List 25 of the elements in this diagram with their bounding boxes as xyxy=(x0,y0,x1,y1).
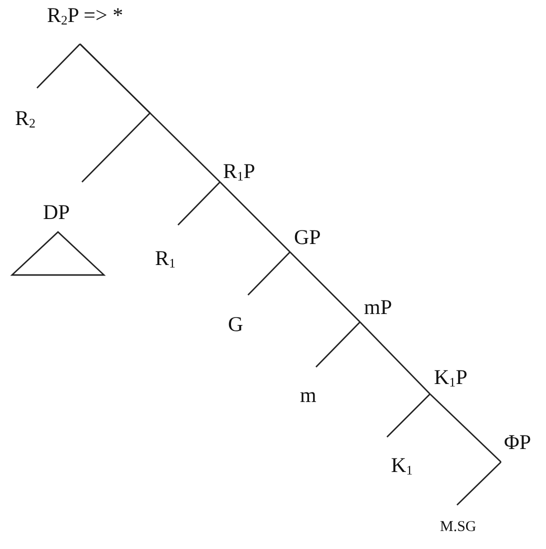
tree-node-label: M.SG xyxy=(438,505,500,543)
tree-branch-line xyxy=(360,322,430,394)
tree-branch-line xyxy=(36,44,80,88)
tree-branch-line xyxy=(178,182,220,226)
tree-node-label: mP xyxy=(359,294,407,323)
tree-node-label: R$_{2}$ xyxy=(13,88,49,134)
tree-node-label: K$_{1}$ xyxy=(386,437,424,482)
tree-branch-line xyxy=(220,182,290,252)
tree-branch-line xyxy=(290,252,360,322)
tree-node-label: G xyxy=(226,295,253,340)
tree-node-label: ΦP xyxy=(500,428,545,463)
tree-node-label: GP xyxy=(289,224,337,253)
tree-branch-line xyxy=(430,394,502,462)
tree-branch-line xyxy=(316,322,360,368)
tree-node-label: R$_{2}$P => * xyxy=(45,2,170,44)
tree-node-label: R$_{1}$P xyxy=(219,158,267,183)
tree-branch-line xyxy=(248,252,290,296)
triangle-symbol xyxy=(10,230,106,277)
tree-node-label: R$_{1}$ xyxy=(153,225,189,274)
tree-branch-line xyxy=(456,462,502,506)
tree-branch-line xyxy=(386,394,430,438)
tree-branch-line xyxy=(80,44,220,182)
tree-node-label: K$_{1}$P xyxy=(429,363,483,395)
tree-node-label: m xyxy=(298,367,325,412)
tree-node-label: DP xyxy=(41,182,85,227)
